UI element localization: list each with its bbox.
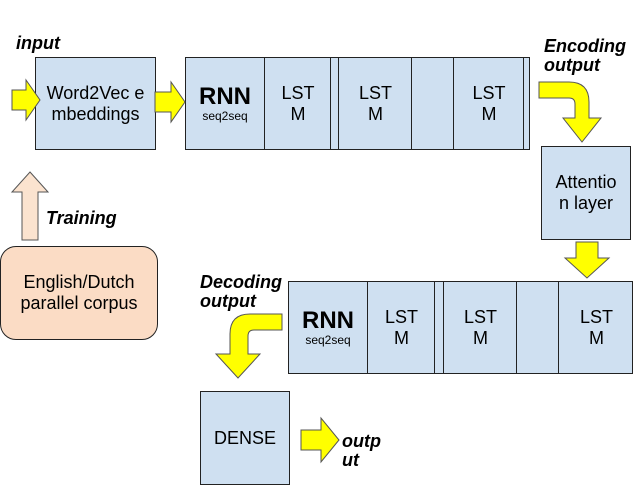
input-label: input <box>16 33 60 53</box>
decoder-lstm-label-2: LSTM <box>463 306 497 348</box>
encoder-rnn-title-cell: RNN seq2seq <box>186 58 264 149</box>
decoder-lstm-label-1: LSTM <box>384 306 418 348</box>
dense-layer-text: DENSE <box>213 427 276 448</box>
encoder-lstm-cell-1: LSTM <box>264 58 331 149</box>
encoder-cell-divider-end <box>523 58 531 149</box>
encoder-rnn-subtitle: seq2seq <box>202 108 248 123</box>
decoder-cell-empty <box>516 282 559 373</box>
input-arrow-icon <box>11 78 41 122</box>
encoder-cell-empty <box>411 58 454 149</box>
attention-layer-box: Attention layer <box>541 146 631 240</box>
encoder-lstm-label-3: LSTM <box>472 82 506 124</box>
decoding-output-curved-arrow-icon <box>214 313 283 379</box>
attention-layer-text: Attention layer <box>555 172 617 213</box>
decoder-lstm-cell-3: LSTM <box>558 282 634 373</box>
encoder-lstm-cell-2: LSTM <box>338 58 412 149</box>
decoder-lstm-cell-1: LSTM <box>367 282 435 373</box>
parallel-corpus-box: English/Dutch parallel corpus <box>0 246 158 340</box>
encoder-rnn-block: RNN seq2seq LSTM LSTM LSTM <box>185 57 530 150</box>
encoder-lstm-label-1: LSTM <box>281 82 315 124</box>
decoder-lstm-cell-2: LSTM <box>443 282 517 373</box>
encoder-lstm-label-2: LSTM <box>358 82 392 124</box>
encoder-rnn-title: RNN <box>199 82 251 110</box>
attention-to-decoder-arrow-icon <box>563 241 611 279</box>
decoder-cell-divider-1 <box>434 282 444 373</box>
encoder-cell-divider-1 <box>330 58 339 149</box>
decoder-rnn-title-cell: RNN seq2seq <box>289 282 367 373</box>
decoder-rnn-block: RNN seq2seq LSTM LSTM LSTM <box>288 281 633 374</box>
training-label: Training <box>46 208 117 228</box>
dense-layer-box: DENSE <box>200 391 290 485</box>
encoding-output-label: Encoding output <box>544 36 626 75</box>
decoder-rnn-title: RNN <box>302 306 354 334</box>
decoding-output-label: Decoding output <box>200 272 283 311</box>
decoder-lstm-label-3: LSTM <box>579 306 613 348</box>
word2vec-embeddings-text: Word2Vec embeddings <box>46 82 145 124</box>
word2vec-embeddings-box: Word2Vec embeddings <box>35 57 156 150</box>
decoder-rnn-subtitle: seq2seq <box>305 332 351 347</box>
encoder-lstm-cell-3: LSTM <box>453 58 524 149</box>
dense-to-output-arrow-icon <box>300 416 340 464</box>
word2vec-to-rnn-arrow-icon <box>154 80 186 124</box>
output-label: output <box>342 431 381 470</box>
parallel-corpus-text: English/Dutch parallel corpus <box>20 272 138 313</box>
encoding-output-curved-arrow-icon <box>538 81 603 143</box>
training-arrow-icon <box>10 171 50 241</box>
